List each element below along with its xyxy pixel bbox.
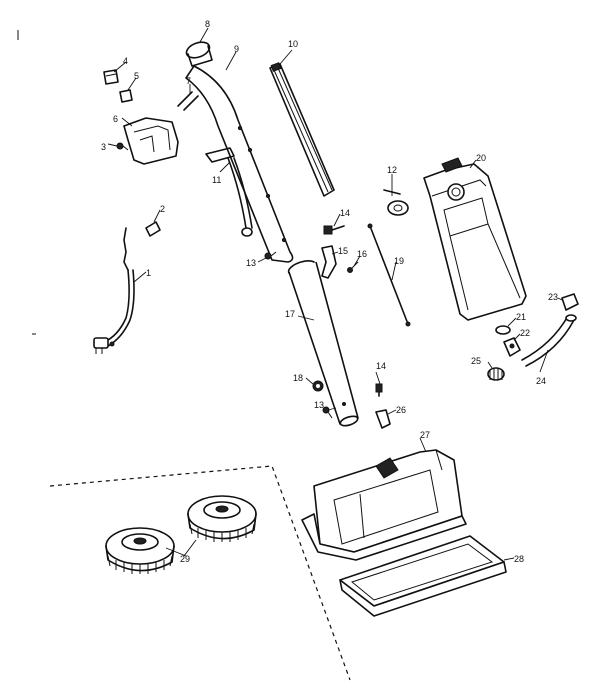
part-8-grip-cap (185, 41, 213, 67)
callout-3: 3 (101, 142, 106, 152)
callout-8: 8 (205, 19, 210, 29)
part-23-hose-connector (561, 293, 579, 311)
part-29-brush-left (105, 527, 175, 574)
callout-15: 15 (338, 246, 348, 256)
part-9-upper-handle (185, 65, 294, 263)
part-27-base-unit (301, 449, 467, 561)
callout-24: 24 (536, 376, 546, 386)
part-7-pins (177, 91, 199, 111)
callout-7: 7 (186, 76, 191, 86)
part-10-channel (269, 62, 335, 197)
margin-ticks (17, 30, 36, 335)
part-13-screw-upper (264, 251, 277, 260)
part-29-brush-right (187, 495, 257, 542)
callout-26: 26 (396, 405, 406, 415)
part-11-bracket (205, 147, 253, 237)
part-28-tray (339, 535, 507, 617)
accessory-section-boundary (49, 465, 351, 681)
part-14-bolt-upper (323, 225, 345, 235)
callout-29: 29 (180, 554, 190, 564)
part-22-fitting (503, 337, 521, 357)
callout-20: 20 (476, 153, 486, 163)
part-15-hook (321, 245, 337, 279)
callout-12: 12 (387, 165, 397, 175)
part-4-switch (103, 69, 119, 85)
callout-14-lower: 14 (376, 361, 386, 371)
part-20-tank (423, 157, 527, 321)
part-18-nut (312, 380, 324, 392)
callout-6: 6 (113, 114, 118, 124)
callout-13-lower: 13 (314, 400, 324, 410)
callout-2: 2 (160, 204, 165, 214)
callout-17: 17 (285, 309, 295, 319)
part-25-knob (487, 367, 505, 381)
callout-18: 18 (293, 373, 303, 383)
part-21-washer (495, 325, 511, 335)
callout-25: 25 (471, 356, 481, 366)
leader-lines (107, 27, 563, 561)
part-5-switch-cover (119, 89, 133, 103)
part-14-bolt-lower (375, 383, 383, 397)
callout-13-upper: 13 (246, 258, 256, 268)
part-3-screw (116, 142, 129, 151)
part-19-rod (367, 223, 411, 327)
callout-4: 4 (123, 56, 128, 66)
part-26-latch (375, 409, 391, 429)
callout-11: 11 (212, 175, 221, 185)
callout-9: 9 (234, 44, 239, 54)
callout-21: 21 (516, 312, 526, 322)
callout-27: 27 (420, 430, 430, 440)
part-17-lower-tube (287, 260, 359, 427)
part-12-clip (383, 189, 409, 216)
callout-19: 19 (394, 256, 404, 266)
callout-1: 1 (146, 268, 151, 278)
callout-22: 22 (520, 328, 530, 338)
part-16-screw (347, 261, 359, 273)
callout-23: 23 (548, 292, 558, 302)
callout-14-upper: 14 (340, 208, 350, 218)
callout-10: 10 (288, 39, 298, 49)
callout-5: 5 (134, 71, 139, 81)
callout-labels: 1 2 3 4 5 6 7 8 9 10 11 12 13 13 14 14 1… (101, 19, 558, 564)
part-2-connector (145, 221, 161, 237)
part-6-switch-housing (123, 117, 179, 165)
part-1-power-cord (93, 227, 135, 354)
part-24-hose (521, 314, 577, 367)
callout-16: 16 (357, 249, 367, 259)
part-13-screw-lower (322, 406, 333, 419)
callout-28: 28 (514, 554, 524, 564)
